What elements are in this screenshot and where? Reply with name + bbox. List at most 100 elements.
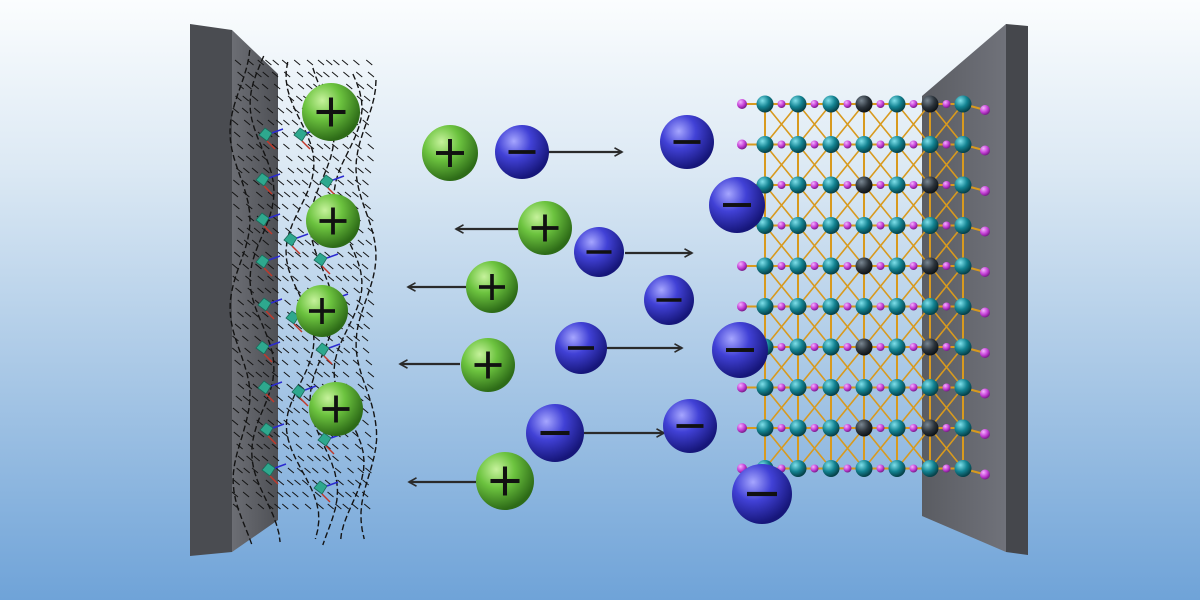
carbon-bond	[334, 467, 342, 474]
carbon-bond	[235, 395, 243, 402]
carbon-bond	[241, 335, 249, 342]
carbon-bond	[321, 155, 329, 162]
free-anion	[526, 404, 584, 462]
carbon-bond	[263, 95, 271, 102]
carbon-bond	[345, 83, 353, 90]
carbon-bond	[256, 443, 263, 450]
lattice-terminal-atom	[942, 181, 951, 189]
carbon-bond	[327, 347, 335, 354]
lattice-atom	[756, 217, 774, 234]
carbon-bond	[364, 167, 372, 174]
lattice-atom	[855, 95, 873, 113]
carbon-bond	[237, 455, 245, 462]
carbon-bond	[326, 263, 334, 270]
carbon-bond	[313, 155, 321, 162]
carbon-bond	[241, 179, 249, 186]
plus-sign-icon	[502, 466, 508, 496]
carbon-bond	[296, 467, 304, 474]
lattice-terminal-atom	[737, 382, 747, 393]
carbon-bond	[313, 335, 321, 342]
lattice-bond	[764, 305, 799, 348]
free-anion	[574, 227, 624, 277]
carbon-bond	[257, 287, 264, 294]
carbon-bond	[352, 191, 359, 198]
carbon-bond	[352, 359, 360, 366]
carbon-bond	[367, 443, 374, 450]
carbon-bond	[281, 503, 289, 510]
lattice-bond	[896, 184, 931, 227]
lattice-terminal-atom	[777, 383, 786, 392]
carbon-bond	[253, 179, 260, 186]
carbon-bond	[367, 455, 375, 462]
carbon-bond	[243, 419, 251, 426]
carbon-bond	[246, 131, 254, 138]
carbon-bond	[295, 443, 303, 450]
carbon-bond	[273, 203, 281, 210]
carbon-bond	[242, 323, 249, 330]
carbon-bond	[267, 263, 275, 270]
carbon-bond	[241, 479, 249, 486]
lattice-terminal-atom	[737, 423, 747, 433]
carbon-strand	[229, 49, 253, 546]
lattice-terminal-atom	[942, 383, 951, 392]
lattice-atom	[888, 460, 906, 477]
carbon-bond	[251, 467, 259, 474]
lattice-terminal-atom	[909, 262, 918, 270]
left-electrode-front	[190, 24, 232, 556]
carbon-bond	[323, 143, 331, 150]
carbon-bond	[291, 191, 299, 198]
lattice-atom	[954, 298, 972, 315]
lattice-bond	[764, 427, 799, 470]
carbon-bond	[297, 227, 305, 234]
carbon-bond	[284, 299, 291, 306]
carbon-bond	[343, 347, 351, 354]
carbon-bond	[273, 431, 281, 438]
carbon-bond	[277, 107, 285, 114]
lattice-terminal-atom	[876, 140, 885, 149]
carbon-bond	[301, 179, 309, 186]
lattice-terminal-atom	[909, 221, 918, 230]
carbon-bond	[232, 407, 240, 414]
carbon-bond	[247, 215, 255, 222]
carbon-bond	[265, 59, 272, 66]
lattice-terminal-atom	[777, 181, 786, 189]
lattice-bond	[830, 143, 865, 186]
carbon-bond	[237, 311, 244, 318]
lattice-atom	[855, 217, 873, 234]
carbon-bond	[323, 371, 331, 378]
carbon-bond	[291, 347, 299, 354]
carbon-bond	[341, 59, 349, 66]
carbon-bond	[306, 455, 314, 462]
lattice-atom	[855, 136, 873, 153]
lattice-atom	[921, 419, 939, 437]
carbon-bond	[255, 371, 263, 378]
lattice-terminal-atom	[942, 262, 951, 270]
lattice-terminal-atom	[777, 343, 786, 351]
carbon-bond	[233, 179, 240, 186]
lattice-terminal-atom	[810, 140, 819, 149]
carbon-bond	[354, 443, 362, 450]
carbon-bond	[345, 263, 353, 270]
lattice-bond	[764, 346, 799, 389]
lattice-atom	[888, 379, 906, 396]
carbon-bond	[361, 107, 369, 114]
carbon-bond	[255, 491, 263, 498]
carbon-bond	[283, 371, 291, 378]
lattice-terminal-atom	[843, 464, 852, 473]
carbon-bond	[347, 467, 354, 474]
carbon-bond	[273, 83, 281, 90]
carbon-bond	[264, 323, 271, 330]
lattice-bond	[863, 346, 898, 389]
carbon-bond	[353, 335, 361, 342]
functional-bond	[325, 445, 335, 455]
lattice-bond	[896, 346, 931, 389]
lattice-bond	[896, 305, 931, 348]
carbon-bond	[352, 131, 360, 138]
carbon-bond	[272, 287, 279, 294]
lattice-bond	[863, 184, 898, 227]
lattice-bond	[764, 103, 799, 146]
carbon-bond	[285, 227, 292, 234]
carbon-bond	[367, 71, 375, 78]
carbon-bond	[237, 227, 245, 234]
carbon-bond	[287, 251, 294, 258]
